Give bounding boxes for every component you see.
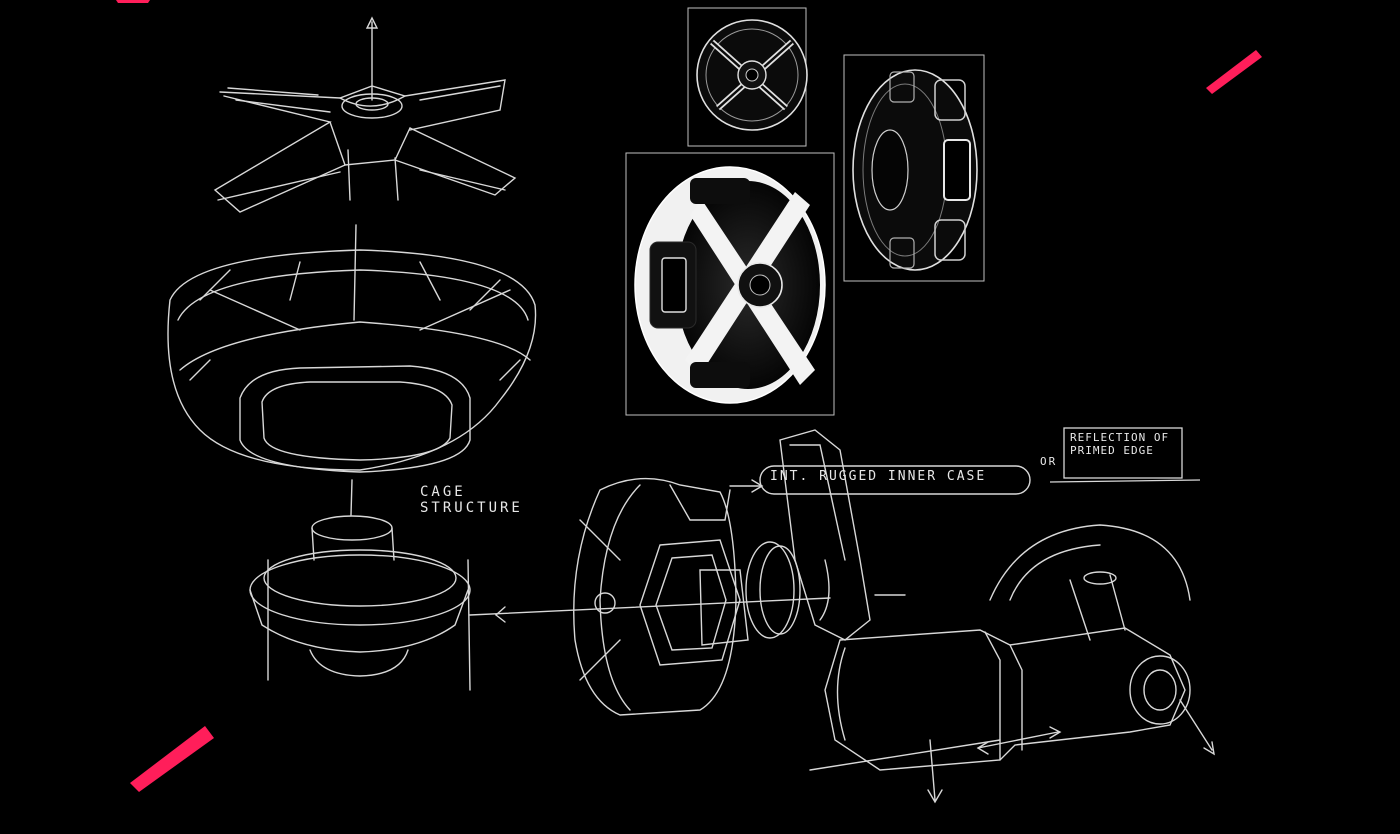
accent-stroke-bottom-left — [130, 726, 214, 792]
wheel-assembly-sketch — [573, 429, 1031, 716]
accent-stroke-top-right — [1206, 50, 1262, 94]
render-panels — [625, 7, 985, 416]
render-front-view — [687, 7, 808, 147]
render-side-view — [843, 54, 985, 282]
render-perspective-view — [625, 152, 835, 416]
x-cap-part — [213, 79, 517, 213]
label-or: OR — [1040, 455, 1058, 468]
arm-sketch — [809, 524, 1215, 804]
label-rugged-inner-case: INT. RUGGED INNER CASE — [770, 469, 987, 484]
label-cage-structure: CAGE STRUCTURE — [420, 484, 523, 517]
exploded-view-sketch — [167, 16, 831, 691]
cage-ring-part — [167, 249, 537, 473]
reflection-note-box — [1049, 427, 1201, 483]
base-puck-part — [249, 515, 471, 691]
accent-marks — [116, 0, 1262, 792]
label-reflection-primed-edge: REFLECTION OF PRIMED EDGE — [1070, 431, 1170, 457]
accent-stroke-top-left — [116, 0, 150, 3]
